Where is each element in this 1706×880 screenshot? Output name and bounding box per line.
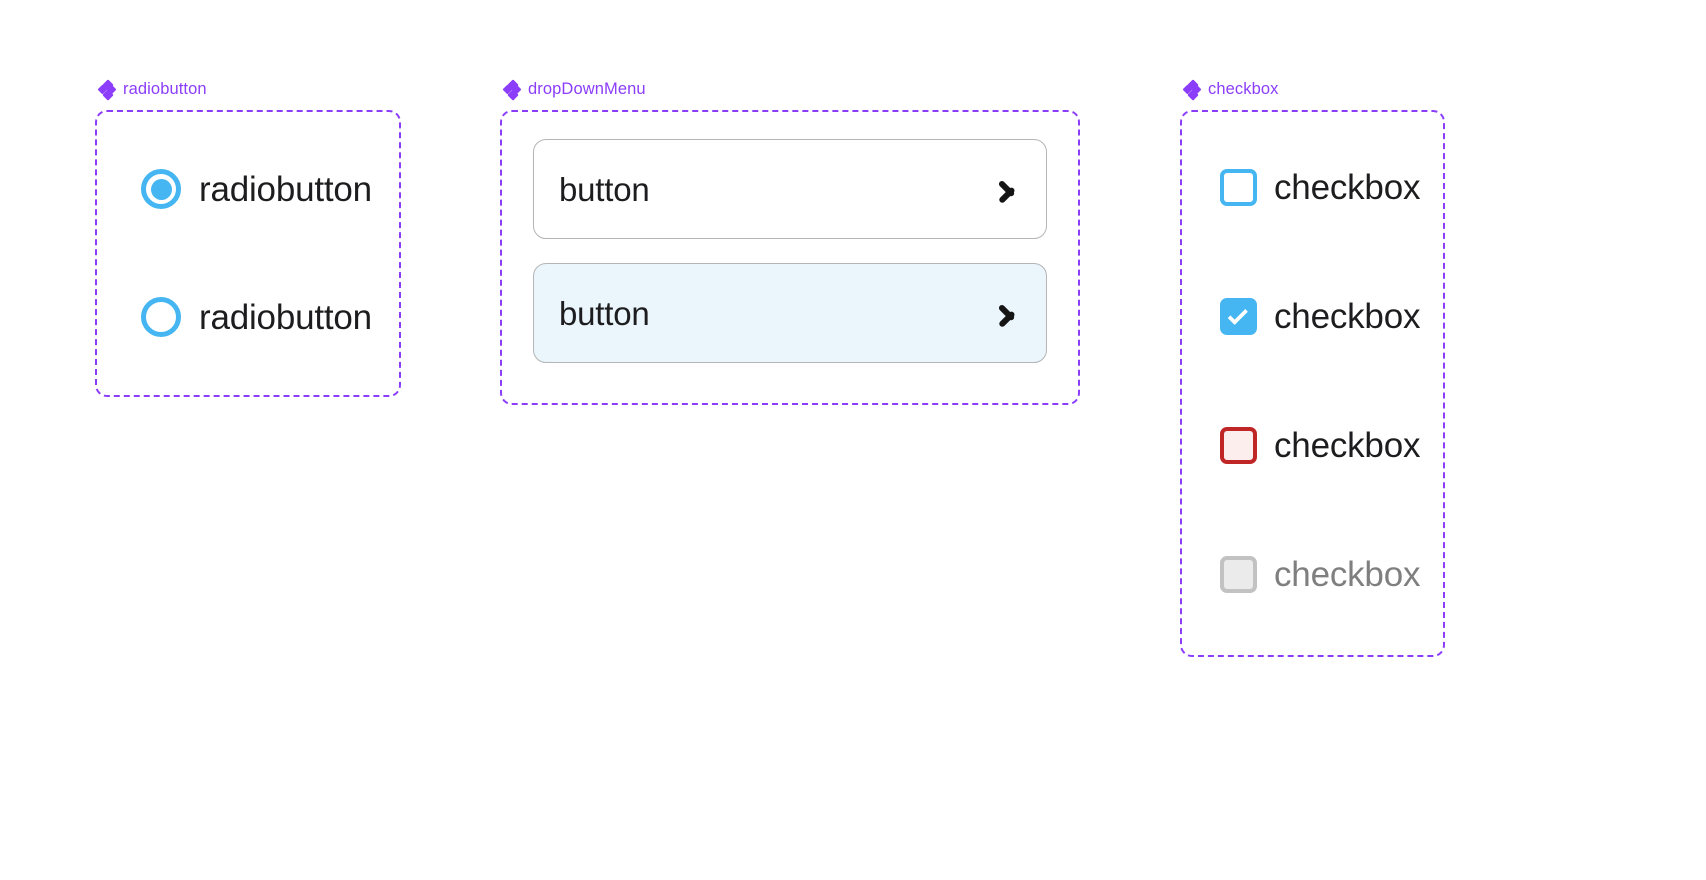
checkbox-option-label: checkbox <box>1274 168 1421 207</box>
radio-option-label: radiobutton <box>199 297 372 337</box>
radio-option-unselected[interactable]: radiobutton <box>141 297 372 337</box>
checkbox-option-checked[interactable]: checkbox <box>1220 298 1420 335</box>
checkmark-icon <box>1227 304 1249 325</box>
radio-option-label: radiobutton <box>199 169 372 209</box>
checkbox-option-label: checkbox <box>1274 297 1421 336</box>
checkbox-option-label: checkbox <box>1274 426 1421 465</box>
annotation-label-text: checkbox <box>1208 80 1279 98</box>
dropdown-menu-item-highlighted[interactable]: button <box>533 263 1047 363</box>
checkbox-indicator-unchecked-icon[interactable] <box>1220 169 1257 206</box>
checkbox-option-error[interactable]: checkbox <box>1220 427 1420 464</box>
radio-indicator-selected-icon[interactable] <box>141 169 181 209</box>
dropdown-menu-item-default[interactable]: button <box>533 139 1047 239</box>
checkbox-option-unchecked[interactable]: checkbox <box>1220 169 1420 206</box>
sparkle-diamond-icon <box>1182 79 1202 101</box>
annotation-group-checkbox: checkbox checkbox checkbox checkbox <box>1180 79 1445 657</box>
annotation-label-checkbox: checkbox <box>1182 79 1279 101</box>
checkbox-option-disabled: checkbox <box>1220 556 1420 593</box>
annotation-label-text: dropDownMenu <box>528 80 646 98</box>
checkbox-indicator-checked-icon[interactable] <box>1220 298 1257 335</box>
chevron-right-icon <box>997 296 1019 330</box>
radio-dot <box>150 178 172 200</box>
sparkle-diamond-icon <box>502 79 522 101</box>
annotation-label-dropdownmenu: dropDownMenu <box>502 79 646 101</box>
annotation-label-radiobutton: radiobutton <box>97 79 207 101</box>
annotation-group-radiobutton: radiobutton radiobutton radiobutton <box>95 79 401 397</box>
annotation-label-text: radiobutton <box>123 80 207 98</box>
dropdown-item-label: button <box>559 170 650 208</box>
annotation-group-dropdownmenu: dropDownMenu button button <box>500 79 1080 405</box>
radio-option-selected[interactable]: radiobutton <box>141 169 372 209</box>
dropdown-item-label: button <box>559 294 650 332</box>
radio-indicator-unselected-icon[interactable] <box>141 297 181 337</box>
checkbox-indicator-error-icon[interactable] <box>1220 427 1257 464</box>
checkbox-option-label: checkbox <box>1274 555 1421 594</box>
chevron-right-icon <box>997 172 1019 206</box>
checkbox-indicator-disabled-icon <box>1220 556 1257 593</box>
annotation-frame <box>95 110 401 397</box>
sparkle-diamond-icon <box>97 79 117 101</box>
